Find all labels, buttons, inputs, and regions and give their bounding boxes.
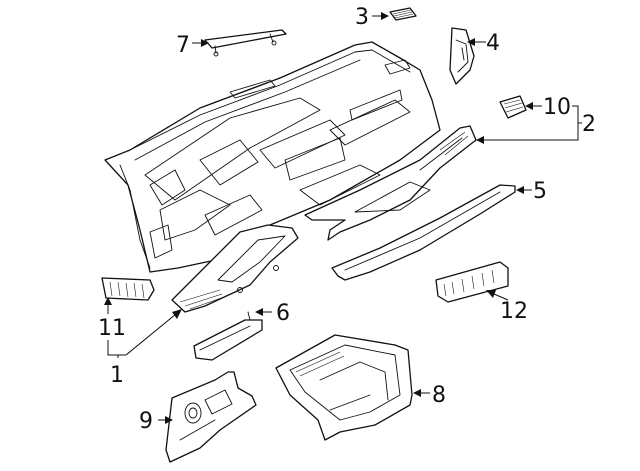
callout-1: 1: [110, 363, 124, 388]
part-5-lower-trim: [331, 184, 516, 281]
callout-9: 9: [139, 409, 153, 434]
callout-6: 6: [276, 301, 290, 326]
leaders: [104, 12, 582, 424]
part-7-upper-cover: [204, 29, 287, 57]
part-3-grille: [389, 7, 417, 21]
callout-10: 10: [543, 95, 571, 120]
callout-11: 11: [98, 316, 126, 341]
part-12-vent: [435, 261, 509, 303]
part-2-trim-strip: [304, 125, 477, 241]
callout-3: 3: [355, 5, 369, 30]
part-8-bracket: [275, 334, 413, 441]
callout-5: 5: [533, 179, 547, 204]
callout-12: 12: [500, 299, 528, 324]
part-1-cluster-bezel: [171, 224, 299, 313]
part-6-trim-piece: [193, 311, 263, 361]
callout-4: 4: [486, 31, 500, 56]
callout-8: 8: [432, 383, 446, 408]
part-9-lower-panel: [165, 371, 257, 463]
part-4-end-cap: [449, 27, 475, 85]
part-11-vent: [101, 277, 155, 301]
part-10-vent: [499, 95, 527, 119]
callout-2: 2: [582, 112, 596, 137]
callout-7: 7: [176, 33, 190, 58]
instrument-panel-carrier: [104, 41, 441, 273]
